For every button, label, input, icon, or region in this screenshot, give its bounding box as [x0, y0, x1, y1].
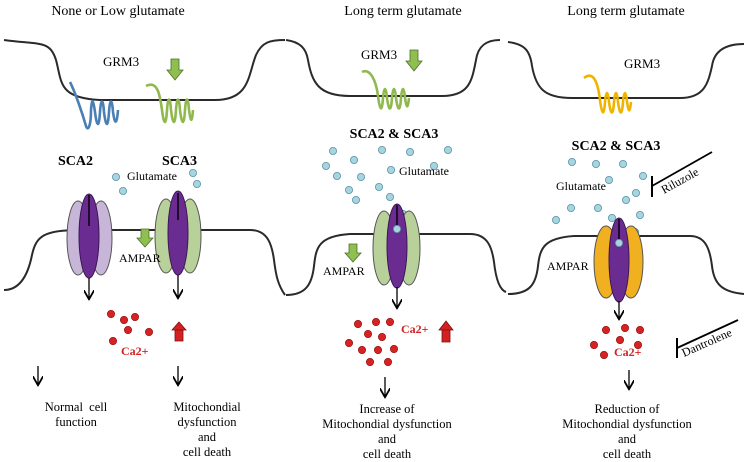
- panel-2-ampar: [372, 203, 421, 289]
- panel-1-glutamate-dots: [112, 168, 201, 195]
- panel-3-calcium-label: Ca2+: [614, 345, 642, 359]
- panel-3-outcome-line-3: and: [618, 432, 637, 446]
- panel-1-calcium-up-arrow: [171, 321, 187, 342]
- panel-2-grm3-label: GRM3: [361, 47, 397, 62]
- panel-3-receptor: [583, 74, 633, 114]
- panel-2-outcome-line-2: Mitochondial dysfunction: [322, 417, 452, 431]
- panel-3-calcium-dots: [589, 323, 644, 359]
- panel-1-sca2-receptor: [68, 81, 120, 130]
- panel-1: None or Low glutamate GRM3 SCA2 SCA3 Glu…: [3, 4, 286, 459]
- panel-1-outcome-right-line-4: cell death: [183, 445, 232, 459]
- panel-3-outcome-line-4: cell death: [603, 447, 652, 461]
- panel-2-outcome-line-3: and: [378, 432, 397, 446]
- panel-2-title: Long term glutamate: [344, 4, 461, 19]
- panel-2: Long term glutamate GRM3 SCA2 & SCA3 Glu: [285, 4, 507, 461]
- panel-1-outcome-right-line-2: dysfunction: [177, 415, 237, 429]
- panel-2-ampar-down-arrow: [344, 243, 362, 263]
- panel-1-sca3-receptor: [145, 83, 195, 124]
- panel-2-grm3-down-arrow: [405, 49, 423, 72]
- panel-1-sca3-label: SCA3: [162, 154, 197, 169]
- panel-1-title: None or Low glutamate: [51, 4, 184, 19]
- panel-2-calcium-dots: [344, 317, 398, 366]
- panel-1-ampar-down-arrow: [136, 228, 154, 248]
- panel-3-sca-label: SCA2 & SCA3: [572, 139, 661, 154]
- panel-3-dantrolene-inhibitor: [676, 319, 739, 358]
- panel-2-calcium-label: Ca2+: [401, 322, 429, 336]
- panel-3-dantrolene-label: Dantrolene: [680, 325, 734, 359]
- panel-2-outcome-line-4: cell death: [363, 447, 412, 461]
- panel-3-title: Long term glutamate: [567, 4, 684, 19]
- panel-3: Long term glutamate GRM3 SCA2 & SCA3 Glu…: [507, 4, 744, 461]
- panel-3-glutamate-dots: [552, 157, 648, 236]
- panel-1-ampar-left: [66, 193, 113, 279]
- panel-3-riluzole-inhibitor: [651, 151, 713, 197]
- panel-1-outcome-right-line-3: and: [198, 430, 217, 444]
- panel-3-glutamate-label: Glutamate: [556, 179, 606, 193]
- panel-2-calcium-up-arrow: [438, 320, 454, 343]
- panel-1-grm3-label: GRM3: [103, 54, 139, 69]
- panel-3-outcome-line-1: Reduction of: [595, 402, 661, 416]
- panel-3-grm3-label: GRM3: [624, 56, 660, 71]
- panel-3-outcome-line-2: Mitochondial dysfunction: [562, 417, 692, 431]
- panel-2-sca-label: SCA2 & SCA3: [350, 127, 439, 142]
- panel-1-calcium-dots: [107, 309, 154, 345]
- panel-3-ampar: [593, 217, 644, 303]
- panel-1-ampar-label: AMPAR: [119, 251, 161, 265]
- panel-2-receptor: [361, 69, 411, 110]
- panel-2-ampar-label: AMPAR: [323, 264, 365, 278]
- panel-1-sca2-label: SCA2: [58, 154, 93, 169]
- panel-3-ampar-label: AMPAR: [547, 259, 589, 273]
- panel-1-outcome-left-line-1: Normal cell: [45, 400, 108, 414]
- panel-1-grm3-down-arrow: [166, 58, 184, 81]
- panel-1-ampar-right: [154, 190, 202, 276]
- panel-2-glutamate-label: Glutamate: [399, 164, 449, 178]
- panel-1-calcium-label: Ca2+: [121, 344, 149, 358]
- panel-2-outcome-line-1: Increase of: [359, 402, 415, 416]
- panel-1-presynaptic-membrane: [3, 39, 286, 101]
- panel-1-outcome-left-line-2: function: [55, 415, 97, 429]
- panel-1-glutamate-label: Glutamate: [127, 169, 177, 183]
- panel-1-outcome-right-line-1: Mitochondial: [173, 400, 241, 414]
